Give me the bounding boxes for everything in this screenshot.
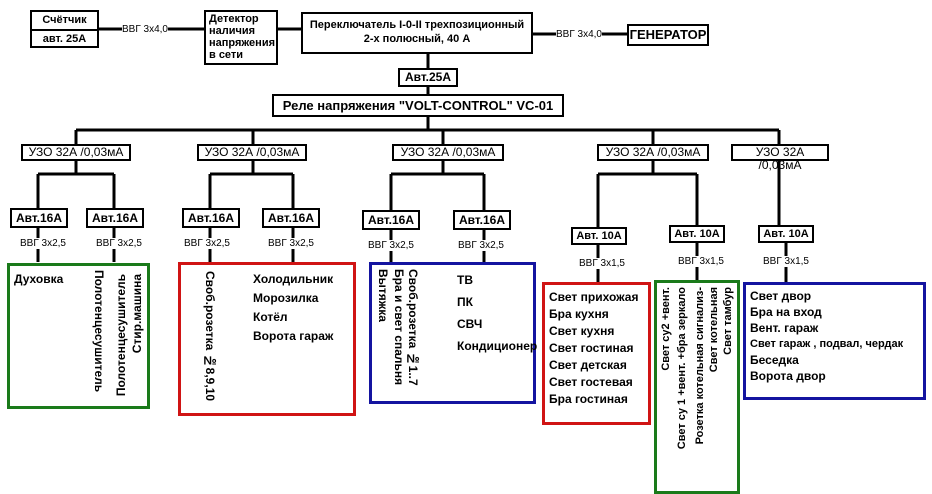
cable-label: ВВГ 3х2,5 xyxy=(268,238,314,249)
load-item: Ворота двор xyxy=(750,369,826,383)
load-item: Своб.розетка №1..7 xyxy=(406,269,420,386)
cable-label: ВВГ 3х1,5 xyxy=(763,256,809,267)
load-item: Холодильник xyxy=(253,272,334,286)
load-item: Свет су 1 +вент. +бра зеркало xyxy=(676,287,688,450)
cable-label: ВВГ 3х2,5 xyxy=(368,240,414,251)
load-group-1: Духовка Стир.машина Полотенцесушитель По… xyxy=(7,263,150,409)
load-item: Свет кухня xyxy=(549,324,615,338)
load-group-2: Своб.розетка №8,9,10 Холодильник Морозил… xyxy=(178,262,356,416)
load-item: Своб.розетка №8,9,10 xyxy=(203,271,217,402)
transfer-switch-box: Переключатель I-0-II трехпозиционный 2-х… xyxy=(301,12,533,54)
load-item: Свет гостиная xyxy=(549,341,634,355)
load-item: Беседка xyxy=(750,353,799,367)
load-item: Бра и свет спальня xyxy=(392,269,406,386)
load-item: Бра гостиная xyxy=(549,392,628,406)
cable-label: ВВГ 3х2,5 xyxy=(96,238,142,249)
cable-label: ВВГ 3х4,0 xyxy=(556,29,602,40)
load-item: Полотенцесушитель xyxy=(92,270,106,393)
load-item: Свет су2 +вент. xyxy=(660,287,672,371)
rcd-box-1: УЗО 32А /0,03мА xyxy=(21,144,131,161)
breaker-box: Авт.16А xyxy=(362,210,420,230)
rcd-box-3: УЗО 32А /0,03мА xyxy=(392,144,504,161)
cable-label: ВВГ 3х1,5 xyxy=(678,256,724,267)
load-item: Вент. гараж xyxy=(750,321,819,335)
load-group-4a: Свет прихожая Бра кухня Свет кухня Свет … xyxy=(542,282,651,425)
cable-label: ВВГ 3х2,5 xyxy=(20,238,66,249)
load-item: Свет двор xyxy=(750,289,812,303)
load-item: Розетка котельная сигнализ- xyxy=(694,287,706,445)
cable-label: ВВГ 3х4,0 xyxy=(122,24,168,35)
breaker-box: Авт.16А xyxy=(10,208,68,228)
load-item: Духовка xyxy=(14,272,64,286)
load-item: Ворота гараж xyxy=(253,329,334,343)
breaker-box: Авт. 10А xyxy=(571,227,627,245)
load-item: Котёл xyxy=(253,310,288,324)
load-item: Свет тамбур xyxy=(722,287,734,355)
load-group-4b: Свет тамбур Свет котельная Розетка котел… xyxy=(654,280,740,494)
load-group-5: Свет двор Бра на вход Вент. гараж Свет г… xyxy=(743,282,926,400)
rcd-box-4: УЗО 32А /0,03мА xyxy=(597,144,709,161)
breaker-box: Авт.16А xyxy=(262,208,320,228)
cable-label: ВВГ 3х2,5 xyxy=(184,238,230,249)
voltage-relay-box: Реле напряжения "VOLT-CONTROL" VC-01 xyxy=(272,94,564,117)
breaker-box: Авт. 10А xyxy=(758,225,814,243)
load-item: Морозилка xyxy=(253,291,319,305)
load-item: Бра кухня xyxy=(549,307,609,321)
load-group-3: Своб.розетка №1..7 Бра и свет спальня Вы… xyxy=(369,262,538,404)
breaker-box: Авт.16А xyxy=(86,208,144,228)
load-item: Свет детская xyxy=(549,358,627,372)
load-item: СВЧ xyxy=(457,317,483,331)
switch-line1: Переключатель I-0-II трехпозиционный xyxy=(309,19,525,31)
rcd-box-2: УЗО 32А /0,03мА xyxy=(197,144,307,161)
load-item: ТВ xyxy=(457,273,473,287)
meter-title: Счётчик xyxy=(32,12,97,31)
rcd-box-5: УЗО 32А /0,03мА xyxy=(731,144,829,172)
cable-label: ВВГ 3х1,5 xyxy=(579,258,625,269)
load-item: Свет гараж , подвал, чердак xyxy=(750,338,904,350)
load-item: Вытяжка xyxy=(376,269,390,322)
meter-box: Счётчик авт. 25А xyxy=(30,10,99,48)
load-item: Свет прихожая xyxy=(549,290,639,304)
load-item: Бра на вход xyxy=(750,305,822,319)
voltage-detector-box: Детектор наличия напряжения в сети xyxy=(204,10,278,65)
load-item: Свет котельная xyxy=(708,287,720,373)
meter-breaker: авт. 25А xyxy=(42,33,87,45)
load-item: Кондиционер xyxy=(457,339,538,353)
breaker-box: Авт. 10А xyxy=(669,225,725,243)
load-item: Свет гостевая xyxy=(549,375,633,389)
generator-box: ГЕНЕРАТОР xyxy=(627,24,709,46)
main-breaker-box: Авт.25А xyxy=(398,68,458,87)
load-item: ПК xyxy=(457,295,473,309)
load-item: Полотенцесушитель xyxy=(114,274,128,397)
switch-line2: 2-х полюсный, 40 А xyxy=(363,33,471,45)
load-item: Стир.машина xyxy=(130,274,144,354)
cable-label: ВВГ 3х2,5 xyxy=(458,240,504,251)
breaker-box: Авт.16А xyxy=(182,208,240,228)
breaker-box: Авт.16А xyxy=(453,210,511,230)
